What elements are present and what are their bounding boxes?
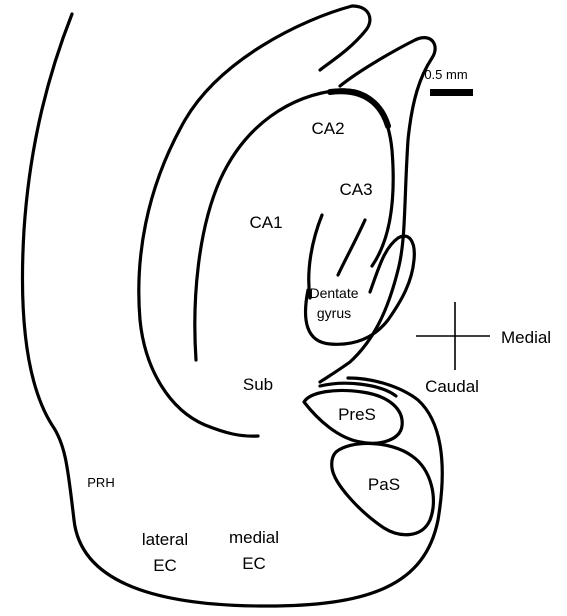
- outer-boundary: [22, 14, 442, 606]
- caudal-label: Caudal: [425, 377, 479, 396]
- pas-label: PaS: [368, 475, 400, 494]
- prh-label: PRH: [87, 475, 114, 490]
- dentate-gyrus-label-line2: gyrus: [317, 305, 351, 321]
- medial-label: Medial: [501, 328, 551, 347]
- medial-ec-label-line2: EC: [242, 554, 266, 573]
- ca1-label: CA1: [249, 213, 282, 232]
- scale-bar: [430, 89, 473, 96]
- ca2-label: CA2: [311, 119, 344, 138]
- medial-ec-label-line1: medial: [229, 528, 279, 547]
- scale-bar-label: 0.5 mm: [424, 67, 467, 82]
- right-margin-strip: [320, 6, 435, 382]
- pres-label: PreS: [338, 405, 376, 424]
- ca3-label: CA3: [339, 180, 372, 199]
- lateral-ec-label-line1: lateral: [142, 530, 188, 549]
- sub-label: Sub: [243, 375, 273, 394]
- dentate-gyrus-label-line1: Dentate: [309, 285, 358, 301]
- lateral-ec-label-line2: EC: [153, 556, 177, 575]
- ca3-inner-line: [338, 220, 365, 275]
